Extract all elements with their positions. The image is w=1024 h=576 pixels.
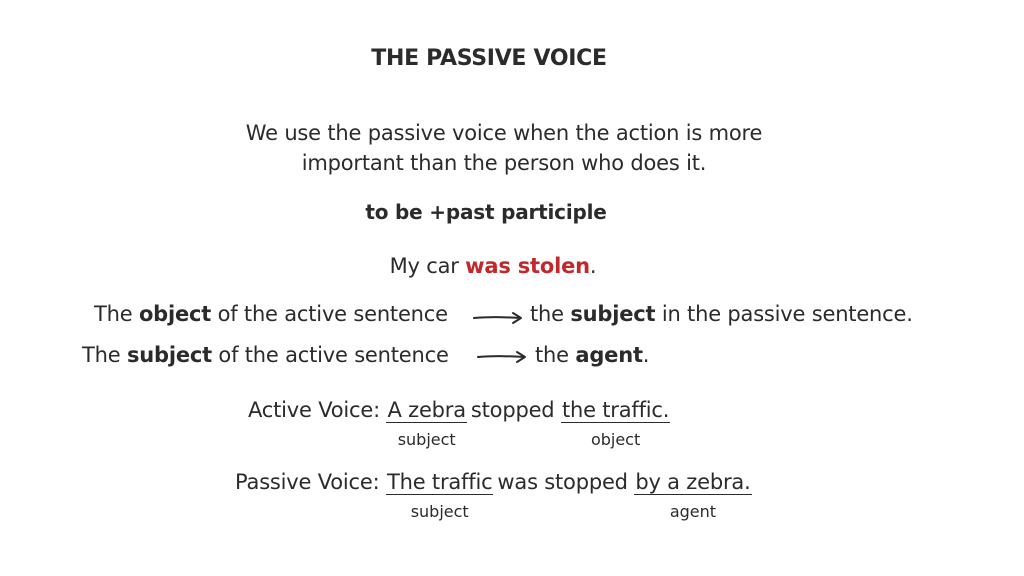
active-subject-caption: subject [397,430,456,449]
passive-verb: was stopped [497,470,628,494]
rule-2-left: The subject of the active sentence [82,343,449,367]
intro-line-1: We use the passive voice when the action… [245,121,763,145]
active-object-caption: object [590,430,641,449]
rule-2-right: the agent. [535,343,650,367]
example-before: My car [389,254,466,278]
active-verb: stopped [470,398,555,422]
arrow-right-icon [473,312,522,324]
formula: to be +past participle [365,200,607,224]
active-object-phrase: the traffic.object [560,398,671,449]
example-highlight: was stolen [465,254,590,278]
arrow-right-icon [477,351,526,363]
passive-subject-caption: subject [410,502,469,521]
passive-voice-label: Passive Voice: [235,470,380,494]
example-sentence: My car was stolen. [0,254,986,278]
page-title: THE PASSIVE VOICE [371,46,607,71]
passive-agent-caption: agent [669,502,717,521]
rule-2-right-bold: agent [575,343,643,367]
example-after: . [589,254,597,278]
rule-1-right-bold: subject [570,302,656,326]
rule-1-left: The object of the active sentence [94,302,448,326]
intro-text: We use the passive voice when the action… [0,118,1008,178]
active-voice-label: Active Voice: [248,398,380,422]
intro-line-2: important than the person who does it. [301,151,707,175]
rule-1-left-bold: object [138,302,212,326]
passive-agent-phrase: by a zebra.agent [634,470,752,521]
rule-2-left-bold: subject [126,343,212,367]
rule-1-right: the subject in the passive sentence. [530,302,913,326]
